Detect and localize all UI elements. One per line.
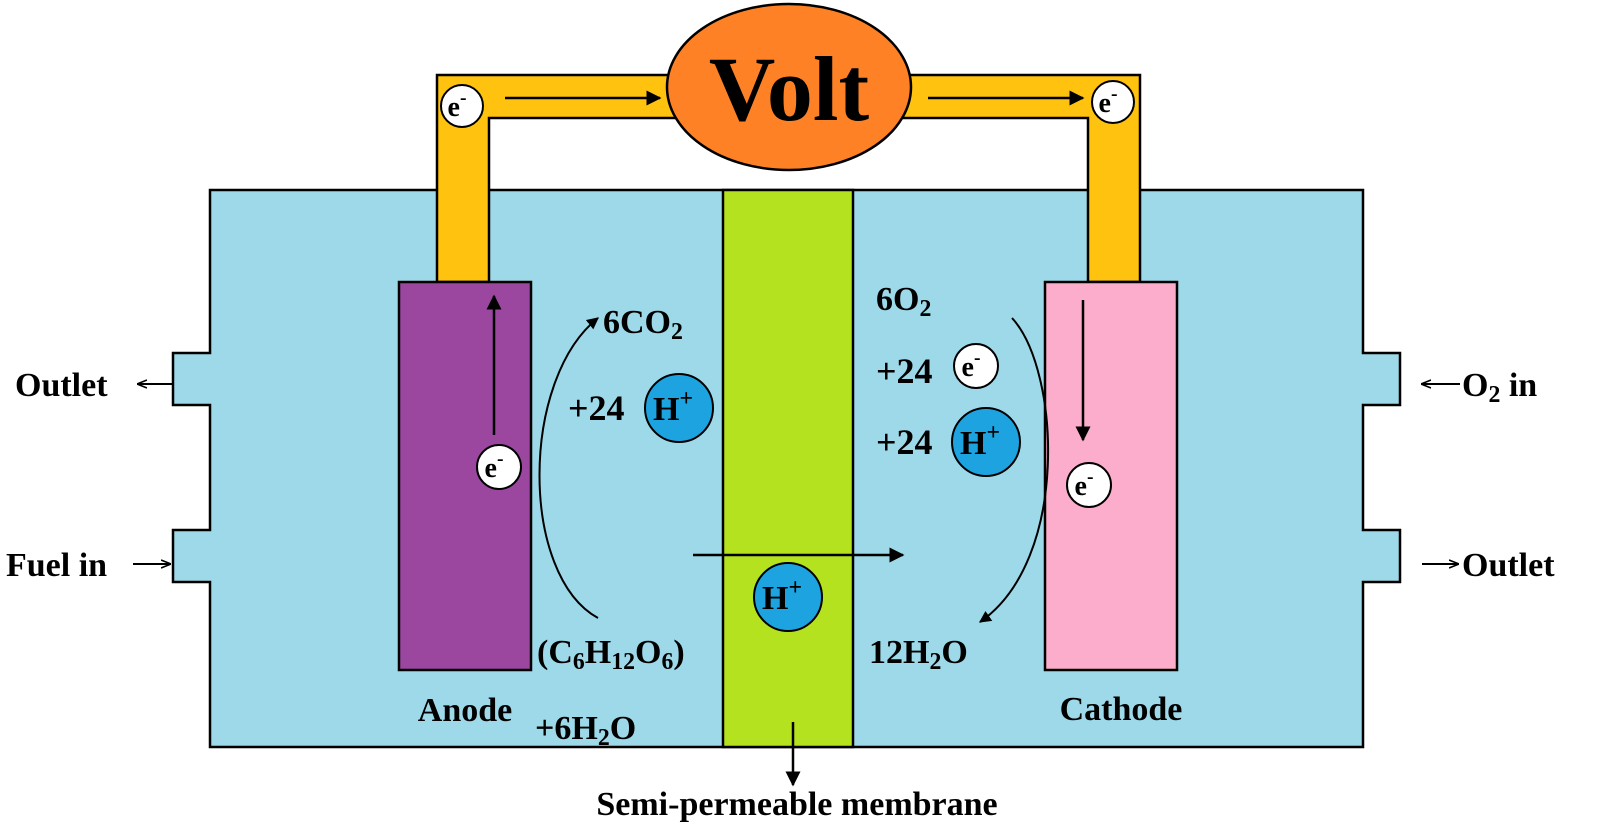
membrane-label: Semi-permeable membrane [596, 786, 997, 823]
anode-water-label: +6H2O [535, 710, 636, 751]
proton-badge-anode: H+ [644, 373, 714, 443]
anode-co2-label: 6CO2 [603, 304, 683, 345]
cathode-label: Cathode [1060, 691, 1183, 728]
svg-text:e-: e- [448, 88, 467, 123]
right-bottom-outlet-label: Outlet [1462, 547, 1555, 584]
cathode-o2-label: 6O2 [876, 281, 931, 322]
electron-badge-wire-left: e- [440, 84, 484, 128]
electron-badge-wire-right: e- [1091, 80, 1135, 124]
cathode-protons-count: +24 [876, 422, 933, 462]
svg-text:e-: e- [962, 348, 981, 383]
cathode-electrode [1043, 280, 1179, 672]
semi-permeable-membrane [721, 188, 855, 749]
svg-text:H+: H+ [653, 386, 693, 428]
voltmeter [665, 2, 913, 172]
glucose-label: (C6H12O6) [537, 634, 685, 675]
anode-reaction-curve-arrow [538, 317, 599, 619]
o2-in-label: O2 in [1462, 367, 1537, 408]
electron-badge-anode: e- [476, 444, 522, 490]
anode-label: Anode [418, 692, 512, 729]
svg-text:e-: e- [485, 449, 504, 484]
svg-text:e-: e- [1099, 84, 1118, 119]
proton-badge-cathode: H+ [951, 407, 1021, 477]
electron-badge-cathode-reaction: e- [953, 343, 999, 389]
svg-text:H+: H+ [960, 420, 1000, 462]
svg-text:H+: H+ [762, 575, 802, 617]
svg-text:e-: e- [1075, 467, 1094, 502]
cathode-reaction-curve-arrow [979, 317, 1050, 623]
cathode-water-label: 12H2O [869, 634, 968, 675]
proton-badge-membrane: H+ [753, 562, 823, 632]
anode-protons-count: +24 [568, 388, 625, 428]
voltmeter-label: Volt [709, 38, 870, 140]
cathode-electrons-count: +24 [876, 351, 933, 391]
electron-badge-cathode: e- [1066, 462, 1112, 508]
fuel-in-label: Fuel in [6, 547, 107, 584]
left-top-outlet-label: Outlet [15, 367, 108, 404]
